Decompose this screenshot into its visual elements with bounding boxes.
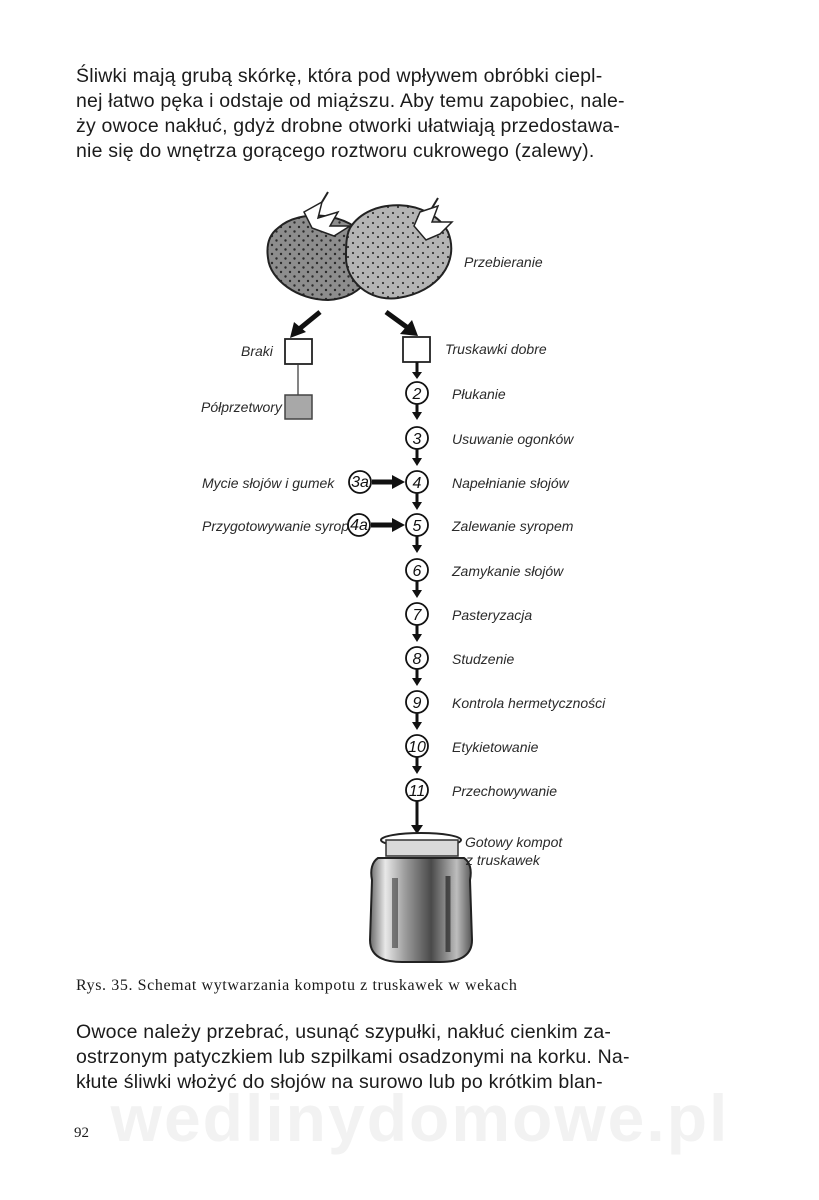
step-number: 5 [413, 518, 422, 535]
step-label: Napełnianie słojów [452, 475, 570, 491]
reject-box [284, 338, 313, 365]
step-6: 6 Zamykanie słojów [405, 558, 564, 598]
text-line: ży owoce nakłuć, gdyż drobne otworki uła… [76, 115, 620, 137]
text-line: nie się do wnętrza gorącego roztworu cuk… [76, 140, 595, 162]
side-input-4a: Przygotowywanie syropu 4a [202, 513, 405, 537]
step-label: Usuwanie ogonków [452, 431, 574, 447]
step-number: 8 [413, 651, 422, 668]
step-label: Pasteryzacja [452, 607, 532, 623]
side-input-label: Przygotowywanie syropu [202, 518, 357, 534]
final-product-label-1: Gotowy kompot [465, 834, 563, 850]
reject-label: Braki [241, 343, 274, 359]
step-9: 9 Kontrola hermetyczności [405, 690, 606, 730]
side-input-label: Mycie słojów i gumek [202, 475, 335, 491]
final-product-label-2: z truskawek [465, 852, 541, 868]
step-label: Studzenie [452, 651, 514, 667]
step-number: 4 [413, 475, 422, 492]
step-10: 10 Etykietowanie [405, 734, 539, 774]
good-fruit-box [402, 336, 431, 363]
side-input-3a: Mycie słojów i gumek 3a [202, 470, 405, 494]
paragraph-bottom: Owoce należy przebrać, usunąć szypułki, … [76, 1020, 752, 1095]
strawberries-illustration [266, 191, 454, 302]
step-4: 4 Napełnianie słojów [405, 470, 570, 510]
step-3: 3 Usuwanie ogonków [405, 426, 574, 466]
semi-product-label: Półprzetwory [201, 399, 283, 415]
step-8: 8 Studzenie [405, 646, 514, 686]
process-flow-diagram: Przebieranie Braki Półprzetwory Truskawk… [201, 191, 606, 963]
text-line: nej łatwo pęka i odstaje od miąższu. Aby… [76, 90, 625, 112]
side-input-number: 3a [351, 474, 369, 491]
step-number: 11 [409, 783, 426, 800]
step-label: Kontrola hermetyczności [452, 695, 606, 711]
step-7: 7 Pasteryzacja [405, 602, 532, 642]
step-5: 5 Zalewanie syropem [405, 513, 574, 553]
text-line: ostrzonym patyczkiem lub szpilkami osadz… [76, 1046, 630, 1068]
step-number: 10 [408, 739, 426, 756]
step-number: 7 [413, 607, 423, 624]
step-label: Etykietowanie [452, 739, 539, 755]
figure-caption: Rys. 35. Schemat wytwarzania kompotu z t… [76, 977, 518, 994]
side-input-number: 4a [350, 517, 368, 534]
step-label: Płukanie [452, 386, 506, 402]
step-2: 2 Płukanie [405, 381, 506, 420]
page-number: 92 [74, 1125, 89, 1141]
sorting-label: Przebieranie [464, 254, 543, 270]
text-line: kłute śliwki włożyć do słojów na surowo … [76, 1071, 603, 1093]
step-label: Przechowywanie [452, 783, 557, 799]
watermark-text: wedlinydomowe.pl [110, 1081, 730, 1155]
step-label: Zalewanie syropem [451, 518, 574, 534]
branch-arrows [290, 309, 418, 338]
text-line: Owoce należy przebrać, usunąć szypułki, … [76, 1021, 612, 1043]
text-line: Śliwki mają grubą skórkę, która pod wpły… [76, 65, 603, 87]
step-label: Zamykanie słojów [451, 563, 564, 579]
jar-illustration [368, 832, 474, 963]
process-steps: 2 Płukanie 3 Usuwanie ogonków 4 Napełnia… [405, 362, 606, 834]
step-number: 2 [412, 386, 422, 403]
step-11: 11 Przechowywanie [405, 778, 557, 834]
step-number: 6 [413, 563, 422, 580]
step-number: 3 [413, 431, 422, 448]
paragraph-top: Śliwki mają grubą skórkę, która pod wpły… [76, 64, 752, 164]
semi-product-box [284, 394, 313, 420]
good-fruit-label: Truskawki dobre [445, 341, 547, 357]
step-number: 9 [413, 695, 422, 712]
